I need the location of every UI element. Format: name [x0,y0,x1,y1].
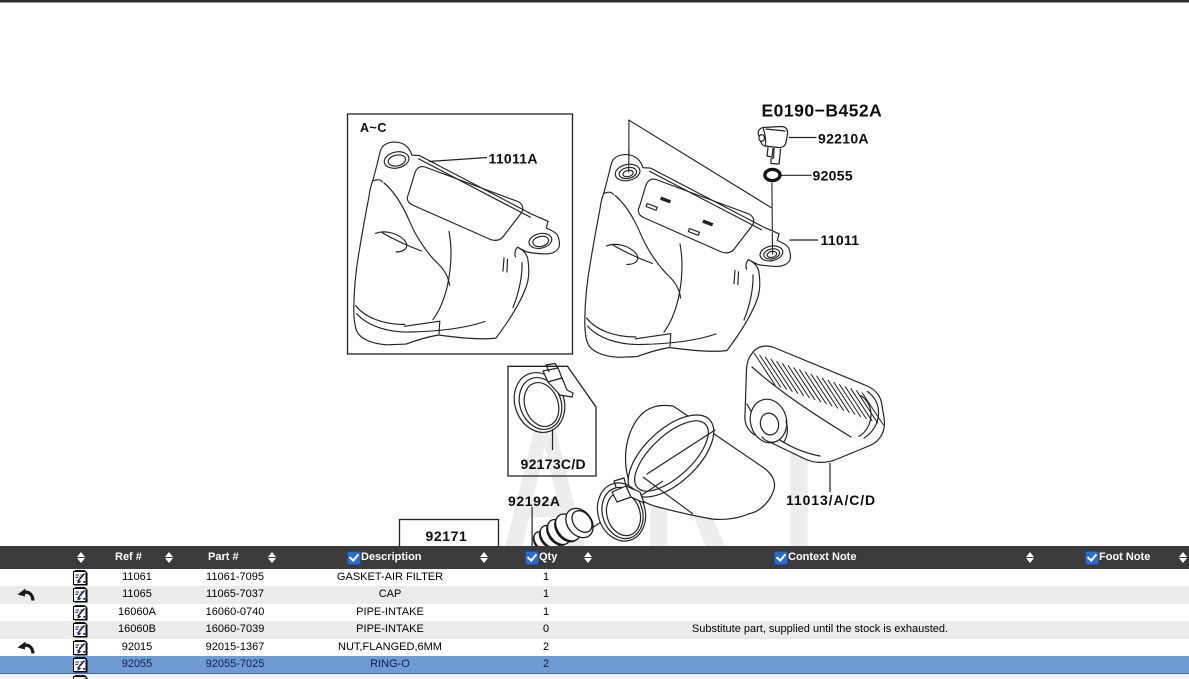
svg-text:11013/A/C/D: 11013/A/C/D [786,492,876,508]
svg-text:92210A: 92210A [818,131,869,147]
svg-text:92055: 92055 [813,168,853,184]
svg-text:92171: 92171 [426,528,468,544]
svg-text:E0190−B452A: E0190−B452A [762,101,883,121]
svg-text:A~C: A~C [360,121,387,135]
svg-text:92192A: 92192A [508,493,561,509]
svg-text:11011A: 11011A [489,151,538,167]
svg-text:92173C/D: 92173C/D [521,456,586,472]
svg-text:11011: 11011 [821,232,860,248]
